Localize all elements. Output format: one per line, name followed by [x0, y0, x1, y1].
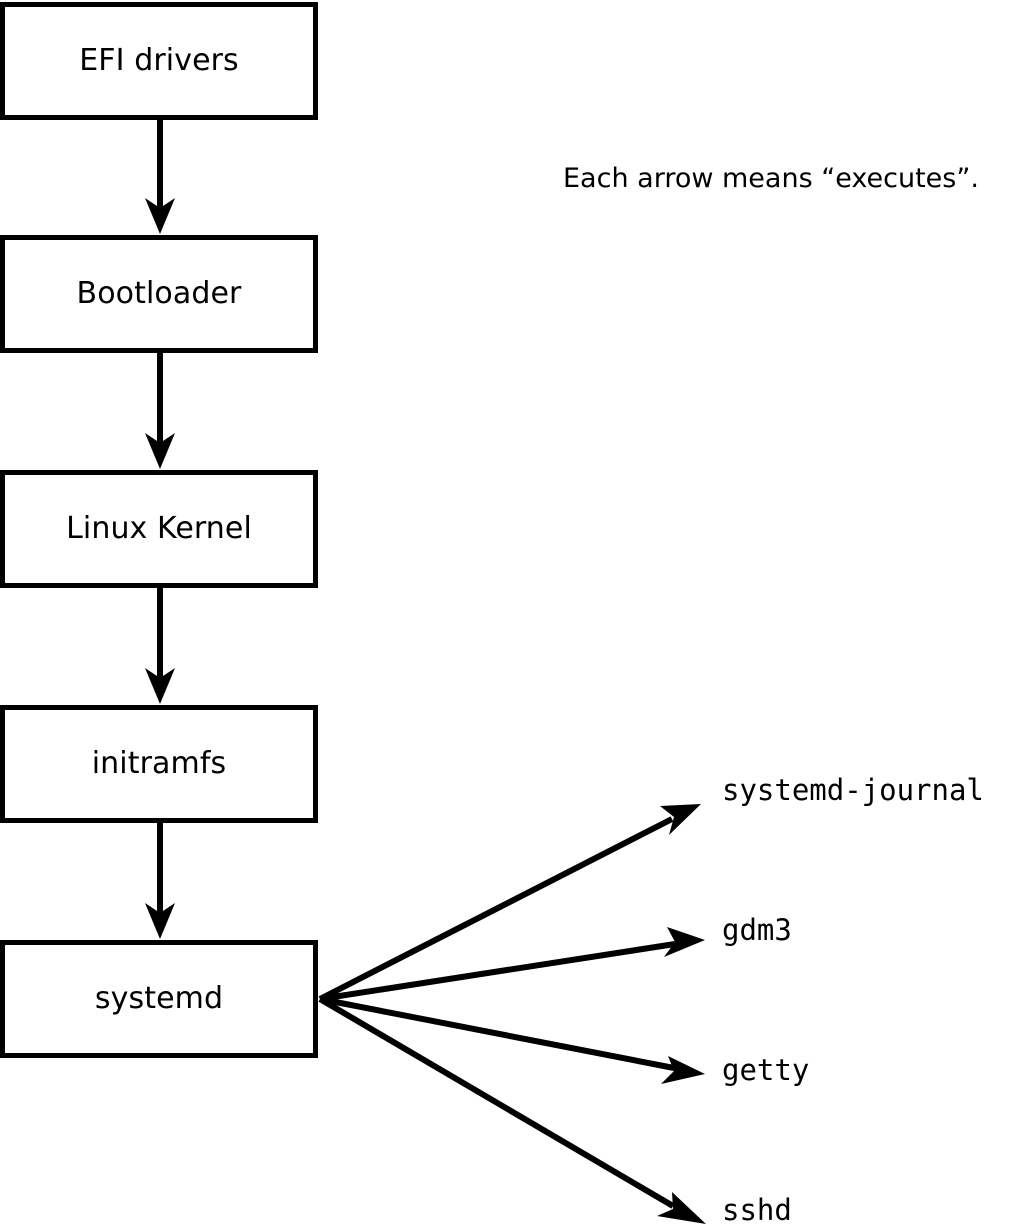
node-efi-drivers-label: EFI drivers	[79, 43, 239, 78]
arrow-bootloader-to-linux-kernel	[145, 353, 175, 469]
service-label-sshd[interactable]: sshd	[722, 1196, 792, 1225]
arrow-efi-drivers-to-bootloader	[145, 120, 175, 234]
service-label-getty-text: getty	[722, 1053, 810, 1087]
service-label-systemd-journal[interactable]: systemd-journal	[722, 776, 984, 805]
arrow-systemd-to-sshd	[318, 996, 706, 1224]
service-label-gdm3-text: gdm3	[722, 913, 792, 947]
node-systemd[interactable]: systemd	[0, 940, 318, 1058]
node-bootloader-label: Bootloader	[76, 276, 242, 311]
node-initramfs-label: initramfs	[91, 746, 227, 781]
node-linux-kernel[interactable]: Linux Kernel	[0, 470, 318, 588]
arrow-systemd-to-systemd-journal	[318, 804, 701, 1002]
node-efi-drivers[interactable]: EFI drivers	[0, 2, 318, 120]
arrow-linux-kernel-to-initramfs	[145, 588, 175, 704]
service-label-systemd-journal-text: systemd-journal	[722, 773, 984, 807]
service-label-sshd-text: sshd	[722, 1193, 792, 1227]
arrow-systemd-to-gdm3	[319, 927, 705, 1002]
node-bootloader[interactable]: Bootloader	[0, 235, 318, 353]
node-initramfs[interactable]: initramfs	[0, 705, 318, 823]
arrow-systemd-to-getty	[319, 996, 705, 1084]
arrow-initramfs-to-systemd	[145, 823, 175, 939]
node-systemd-label: systemd	[94, 981, 224, 1016]
legend-caption: Each arrow means “executes”.	[563, 163, 979, 194]
service-label-getty[interactable]: getty	[722, 1056, 809, 1085]
node-linux-kernel-label: Linux Kernel	[66, 511, 252, 546]
service-label-gdm3[interactable]: gdm3	[722, 916, 792, 945]
